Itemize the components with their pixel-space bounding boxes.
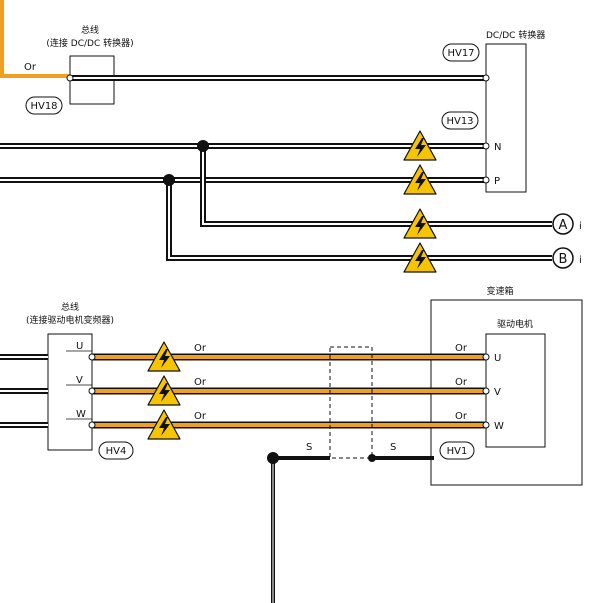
connector-a bbox=[552, 213, 574, 235]
hv17-label bbox=[442, 43, 480, 62]
hv4-text: HV4 bbox=[106, 446, 127, 457]
or-label-v-left: Or bbox=[194, 377, 207, 388]
hv17-text: HV17 bbox=[447, 48, 474, 59]
gearbox-title: 变速箱 bbox=[486, 285, 513, 297]
hv18-label bbox=[25, 96, 63, 115]
or-label-top: Or bbox=[24, 62, 37, 73]
hv13-text: HV13 bbox=[446, 116, 473, 127]
busbar-dcdc-title: 总线 bbox=[81, 24, 99, 36]
connector-b-trail: i bbox=[579, 255, 582, 266]
dcdc-converter-title: DC/DC 转换器 bbox=[486, 29, 545, 41]
or-label-u-right: Or bbox=[455, 343, 468, 354]
or-label-w-left: Or bbox=[194, 411, 207, 422]
busbar-inverter-subtitle: (连接驱动电机变频器) bbox=[26, 314, 114, 326]
wire-branch-a bbox=[200, 146, 552, 227]
busbar-terminal-w bbox=[88, 421, 96, 429]
connector-b-label: B bbox=[559, 252, 568, 267]
or-label-w-right: Or bbox=[455, 411, 468, 422]
terminal-p bbox=[482, 176, 490, 184]
connector-a-label: A bbox=[559, 218, 568, 233]
motor-phase-w: W bbox=[494, 421, 504, 432]
busbar-phase-v: V bbox=[76, 375, 83, 386]
shield-splice-left bbox=[267, 452, 279, 464]
busbar-terminal-v bbox=[88, 387, 96, 395]
busbar-dcdc-terminal bbox=[66, 74, 74, 82]
or-label-u-left: Or bbox=[194, 343, 207, 354]
dcdc-converter-box bbox=[485, 43, 527, 193]
motor-terminal-u bbox=[482, 353, 490, 361]
splice-p bbox=[163, 174, 175, 186]
terminal-n bbox=[482, 142, 490, 150]
or-label-v-right: Or bbox=[455, 377, 468, 388]
splice-n bbox=[197, 140, 209, 152]
terminal-p-label: P bbox=[494, 176, 500, 187]
hv4-label bbox=[98, 441, 134, 460]
busbar-phase-u: U bbox=[76, 341, 83, 352]
busbar-terminal-u bbox=[88, 353, 96, 361]
hv13-label bbox=[441, 111, 479, 130]
shield-label-left: S bbox=[306, 442, 312, 453]
motor-terminal-w bbox=[482, 421, 490, 429]
shield-wire-left bbox=[271, 456, 330, 603]
terminal-n-label: N bbox=[494, 142, 501, 153]
busbar-phase-w: W bbox=[76, 409, 86, 420]
motor-phase-v: V bbox=[494, 387, 501, 398]
hv1-text: HV1 bbox=[447, 446, 468, 457]
shield-splice-right bbox=[368, 454, 376, 462]
dcdc-terminal-top bbox=[482, 74, 490, 82]
shield-dashed-box bbox=[329, 346, 373, 459]
hv18-text: HV18 bbox=[30, 101, 57, 112]
connector-b bbox=[552, 247, 574, 269]
motor-terminal-v bbox=[482, 387, 490, 395]
shield-label-right: S bbox=[390, 442, 396, 453]
hv1-label bbox=[439, 441, 475, 460]
busbar-dcdc-subtitle: (连接 DC/DC 转换器) bbox=[46, 37, 133, 49]
motor-phase-u: U bbox=[494, 353, 501, 364]
drive-motor-title: 驱动电机 bbox=[497, 318, 533, 330]
connector-a-trail: i bbox=[579, 221, 582, 232]
busbar-inverter-title: 总线 bbox=[61, 301, 79, 313]
orange-feed-wire bbox=[0, 0, 70, 78]
